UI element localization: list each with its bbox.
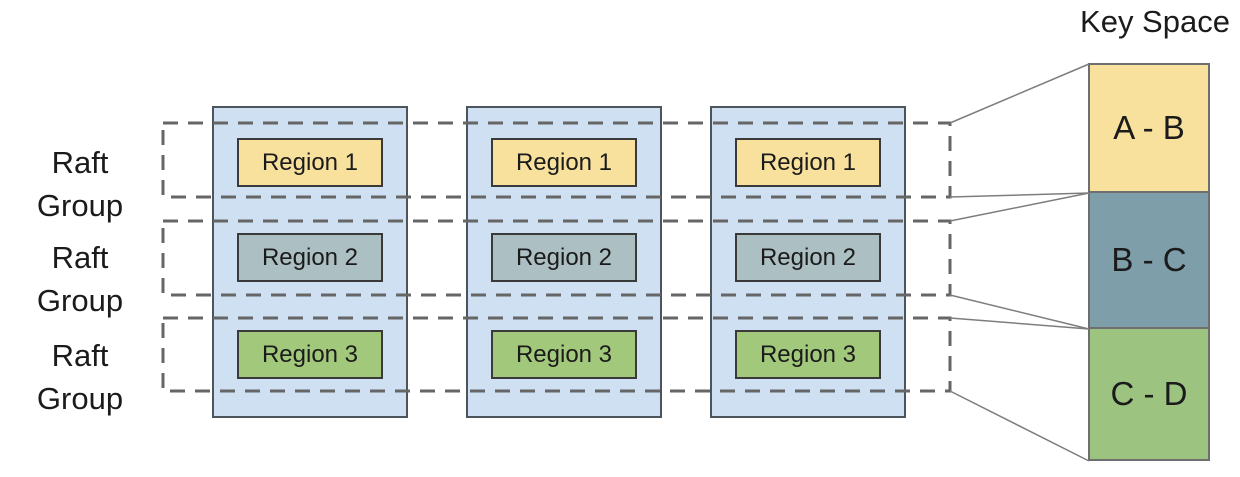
region-label: Region 2 [261,243,359,271]
region-box: Region 1 [237,138,383,187]
raft-group-label-line: Raft [51,240,109,275]
connector-line [949,63,1090,124]
raft-group-label-1: Raft Group [10,141,150,227]
key-space-title: Key Space [1080,4,1230,39]
raft-group-label-3: Raft Group [10,334,150,420]
raft-group-label-line: Group [36,381,124,416]
region-box: Region 3 [237,330,383,379]
node-container-3: Region 1 Region 2 Region 3 [710,106,906,418]
region-label: Region 1 [759,148,857,176]
connector-line [949,294,1090,330]
region-box: Region 1 [491,138,637,187]
connector-line [949,192,1090,198]
region-label: Region 1 [515,148,613,176]
region-box: Region 1 [735,138,881,187]
region-label: Region 2 [515,243,613,271]
raft-group-label-2: Raft Group [10,236,150,322]
raft-group-label-line: Group [36,283,124,318]
region-box: Region 2 [735,233,881,282]
key-range-label: C - D [1110,375,1188,412]
key-space-column: A - B B - C C - D [1088,63,1210,461]
region-label: Region 1 [261,148,359,176]
node-container-1: Region 1 Region 2 Region 3 [212,106,408,418]
key-range-box: C - D [1088,327,1210,461]
connector-line [949,390,1090,462]
region-box: Region 2 [491,233,637,282]
region-label: Region 3 [515,340,613,368]
region-box: Region 3 [491,330,637,379]
connector-line [949,317,1090,330]
region-label: Region 2 [759,243,857,271]
raft-group-label-line: Raft [51,145,109,180]
key-range-box: A - B [1088,63,1210,193]
node-container-2: Region 1 Region 2 Region 3 [466,106,662,418]
raft-group-label-line: Raft [51,338,109,373]
region-box: Region 2 [237,233,383,282]
key-range-box: B - C [1088,191,1210,329]
raft-group-label-line: Group [36,188,124,223]
region-label: Region 3 [759,340,857,368]
key-range-label: A - B [1113,109,1185,146]
connector-line [949,192,1090,222]
key-range-label: B - C [1111,241,1187,278]
region-label: Region 3 [261,340,359,368]
region-box: Region 3 [735,330,881,379]
